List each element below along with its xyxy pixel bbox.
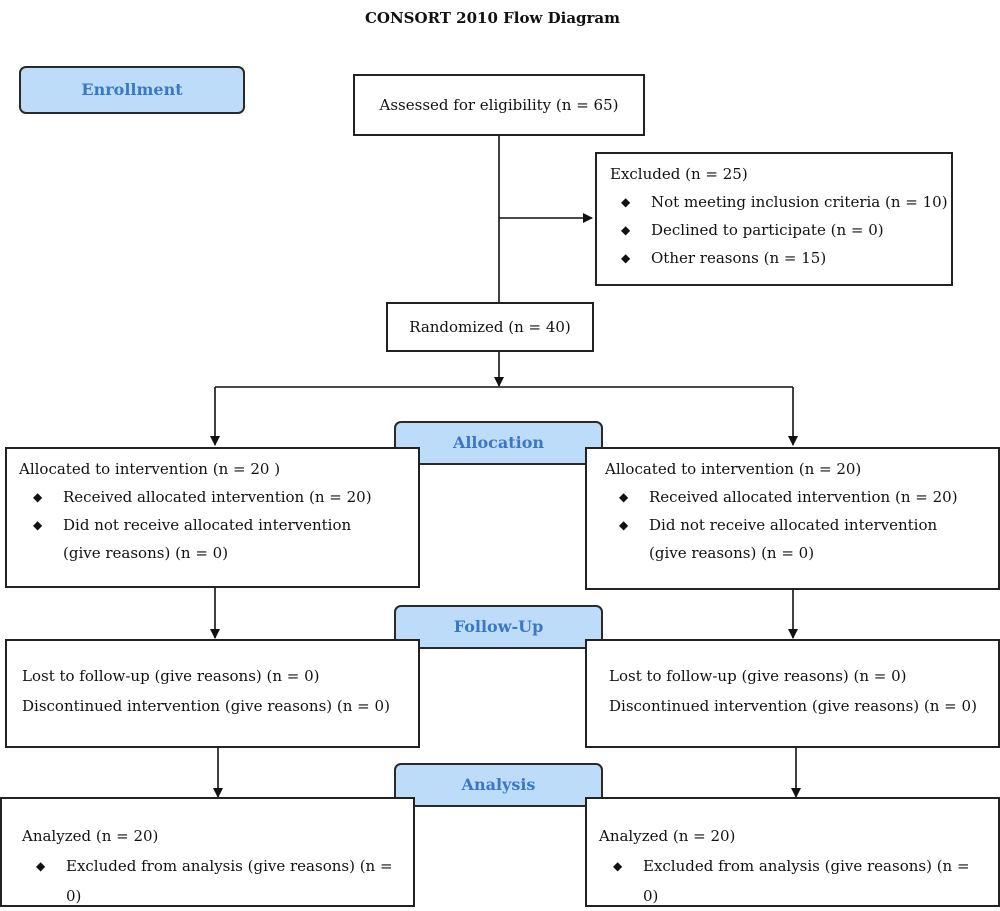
diamond-bullet-icon: ◆	[33, 518, 43, 532]
allocation-item: ◆ Did not receive allocated intervention…	[19, 511, 406, 567]
analyzed-text: Analyzed (n = 20)	[599, 827, 736, 845]
excluded-item: ◆ Not meeting inclusion criteria (n = 10…	[610, 188, 951, 216]
randomized-text: Randomized (n = 40)	[409, 318, 571, 336]
analysis-right-box: Analyzed (n = 20) ◆ Excluded from analys…	[585, 797, 1000, 907]
allocation-right-box: Allocated to intervention (n = 20) ◆ Rec…	[585, 447, 1000, 590]
allocation-item: ◆ Did not receive allocated intervention…	[605, 511, 986, 567]
diamond-bullet-icon: ◆	[621, 195, 631, 209]
lost-text: Lost to follow-up (give reasons) (n = 0)	[609, 667, 907, 685]
stage-enrollment: Enrollment	[19, 66, 245, 114]
discontinued-text: Discontinued intervention (give reasons)…	[609, 697, 977, 715]
randomized-box: Randomized (n = 40)	[386, 302, 594, 352]
stage-followup: Follow-Up	[394, 605, 603, 649]
excluded-item: ◆ Declined to participate (n = 0)	[610, 216, 951, 244]
analysis-item: ◆ Excluded from analysis (give reasons) …	[599, 851, 986, 911]
diamond-bullet-icon: ◆	[621, 251, 631, 265]
allocated-text: Allocated to intervention (n = 20 )	[19, 460, 281, 478]
allocation-item: ◆ Received allocated intervention (n = 2…	[605, 483, 986, 511]
excluded-title: Excluded (n = 25)	[610, 165, 748, 183]
allocated-text: Allocated to intervention (n = 20)	[605, 460, 862, 478]
discontinued-text: Discontinued intervention (give reasons)…	[22, 697, 390, 715]
diamond-bullet-icon: ◆	[33, 490, 43, 504]
followup-right-box: Lost to follow-up (give reasons) (n = 0)…	[585, 639, 1000, 748]
allocation-item: ◆ Received allocated intervention (n = 2…	[19, 483, 406, 511]
diamond-bullet-icon: ◆	[36, 859, 46, 873]
diamond-bullet-icon: ◆	[613, 859, 623, 873]
diamond-bullet-icon: ◆	[621, 223, 631, 237]
diamond-bullet-icon: ◆	[619, 518, 629, 532]
diagram-title: CONSORT 2010 Flow Diagram	[364, 9, 621, 27]
analysis-left-box: Analyzed (n = 20) ◆ Excluded from analys…	[0, 797, 415, 907]
assessed-text: Assessed for eligibility (n = 65)	[379, 96, 619, 114]
followup-left-box: Lost to follow-up (give reasons) (n = 0)…	[5, 639, 420, 748]
diamond-bullet-icon: ◆	[619, 490, 629, 504]
excluded-item: ◆ Other reasons (n = 15)	[610, 244, 951, 272]
lost-text: Lost to follow-up (give reasons) (n = 0)	[22, 667, 320, 685]
analyzed-text: Analyzed (n = 20)	[22, 827, 159, 845]
stage-allocation: Allocation	[394, 421, 603, 465]
allocation-left-box: Allocated to intervention (n = 20 ) ◆ Re…	[5, 447, 420, 588]
analysis-item: ◆ Excluded from analysis (give reasons) …	[22, 851, 401, 911]
stage-analysis: Analysis	[394, 763, 603, 807]
assessed-box: Assessed for eligibility (n = 65)	[353, 74, 645, 136]
excluded-box: Excluded (n = 25) ◆ Not meeting inclusio…	[595, 152, 953, 286]
